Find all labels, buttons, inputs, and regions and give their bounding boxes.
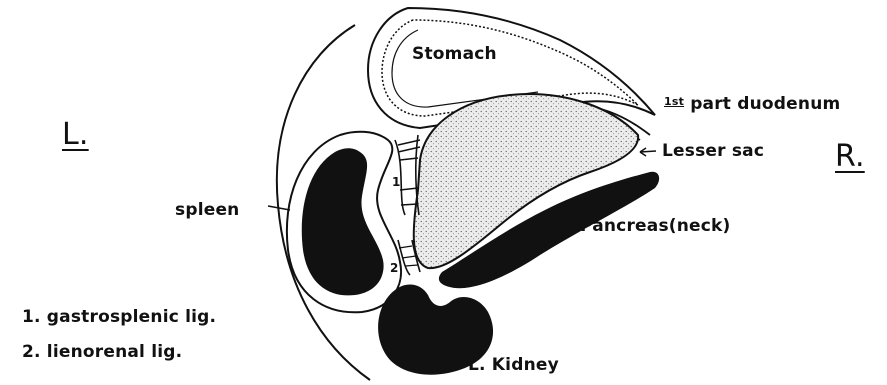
marker-2: 2 (390, 262, 399, 274)
stomach-label: Stomach (412, 46, 497, 63)
duodenum-ordinal: 1st (664, 95, 684, 108)
legend-item-2: 2. lienorenal lig. (22, 344, 182, 361)
kidney-label: L. Kidney (468, 357, 559, 374)
legend-item-1: 1. gastrosplenic lig. (22, 309, 216, 326)
spleen-label: spleen (175, 202, 239, 219)
marker-1: 1 (392, 176, 401, 188)
pancreas-label: Pancreas(neck) (580, 218, 731, 235)
lesser-sac-label: Lesser sac (662, 143, 764, 160)
left-side-label: L. (62, 120, 89, 150)
duodenum-text: part duodenum (690, 94, 840, 114)
duodenum-label: 1st part duodenum (664, 96, 840, 113)
right-side-label: R. (835, 142, 865, 172)
